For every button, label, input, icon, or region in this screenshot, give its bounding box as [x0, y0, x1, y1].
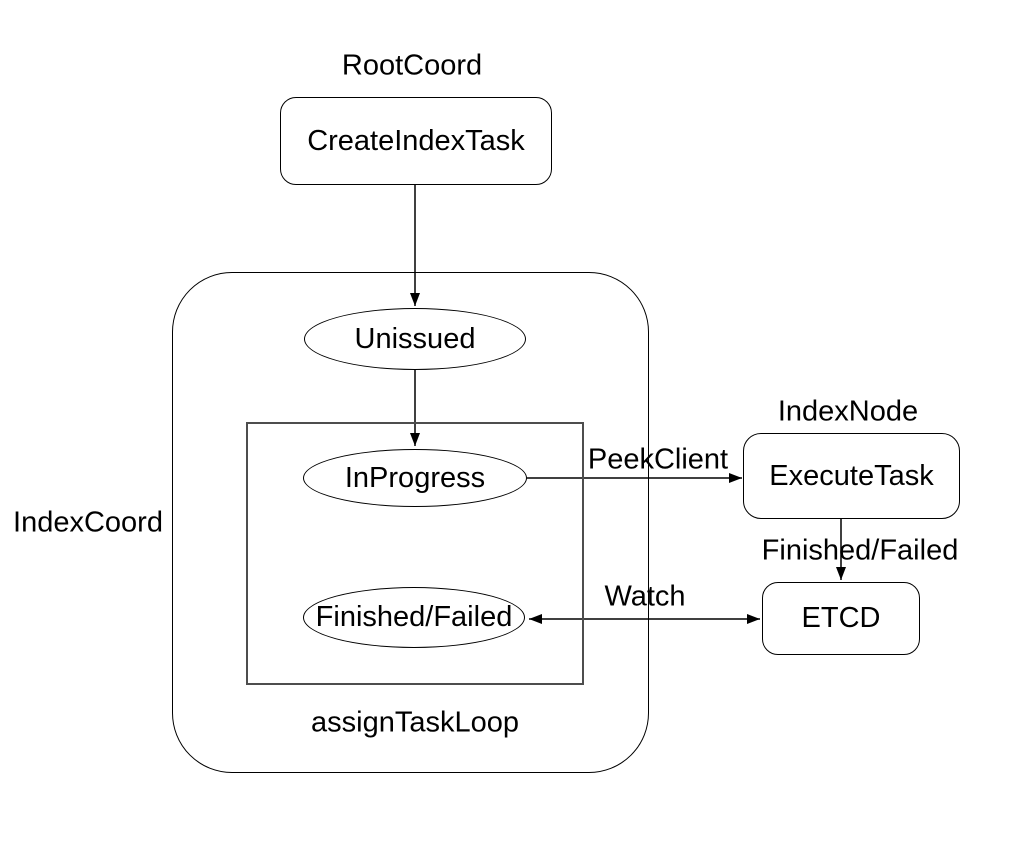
node-etcd-label: ETCD: [801, 602, 881, 634]
node-finished-failed-label: Finished/Failed: [315, 601, 513, 633]
root-coord-label: RootCoord: [341, 49, 483, 82]
edge-label-finished-failed: Finished/Failed: [761, 534, 959, 567]
edge-label-watch: Watch: [604, 580, 686, 613]
node-finished-failed: Finished/Failed: [303, 587, 525, 648]
node-unissued-label: Unissued: [354, 322, 476, 355]
node-execute-task-label: ExecuteTask: [769, 459, 934, 492]
node-create-index-task: CreateIndexTask: [280, 97, 552, 185]
node-etcd: ETCD: [762, 582, 920, 655]
node-execute-task: ExecuteTask: [743, 433, 960, 519]
edge-label-peek-client: PeekClient: [587, 443, 729, 476]
node-in-progress-label: InProgress: [344, 461, 486, 494]
index-coord-container: [172, 272, 649, 773]
index-coord-label: IndexCoord: [13, 506, 163, 539]
assign-task-loop-label: assignTaskLoop: [311, 706, 519, 739]
node-create-index-task-label: CreateIndexTask: [307, 124, 525, 157]
node-unissued: Unissued: [304, 308, 526, 370]
node-in-progress: InProgress: [303, 449, 527, 507]
index-node-label: IndexNode: [777, 395, 919, 428]
assign-task-loop-container: [246, 422, 584, 685]
